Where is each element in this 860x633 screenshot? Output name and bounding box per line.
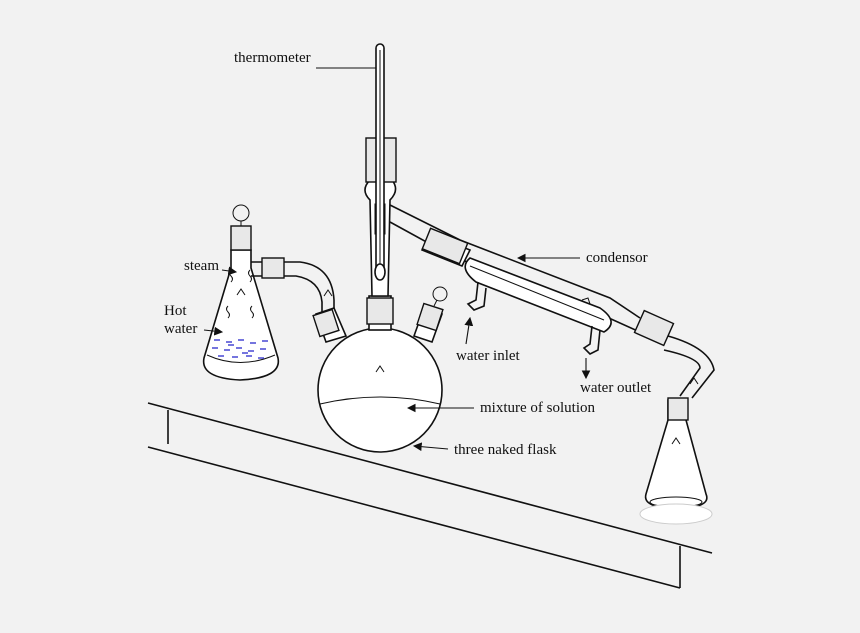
- label-hot-water-1: Hot: [164, 303, 187, 319]
- label-mixture: mixture of solution: [480, 400, 595, 416]
- label-flask: three naked flask: [454, 442, 557, 458]
- hot-water: [212, 339, 268, 359]
- three-neck-flask: [312, 286, 448, 453]
- labels: thermometer condensor steam Hot water wa…: [164, 50, 652, 458]
- label-condensor: condensor: [586, 250, 648, 266]
- label-water-inlet: water inlet: [456, 348, 521, 364]
- lab-bench: [147, 402, 713, 589]
- steam-generator-flask: [202, 204, 280, 381]
- steam-tube: [251, 257, 335, 312]
- label-thermometer: thermometer: [234, 50, 311, 66]
- thermometer: [374, 43, 386, 281]
- condenser: [389, 204, 715, 399]
- receiver-flask: [639, 397, 713, 525]
- label-water-outlet: water outlet: [580, 380, 652, 396]
- label-steam: steam: [184, 258, 219, 274]
- label-hot-water-2: water: [164, 321, 197, 337]
